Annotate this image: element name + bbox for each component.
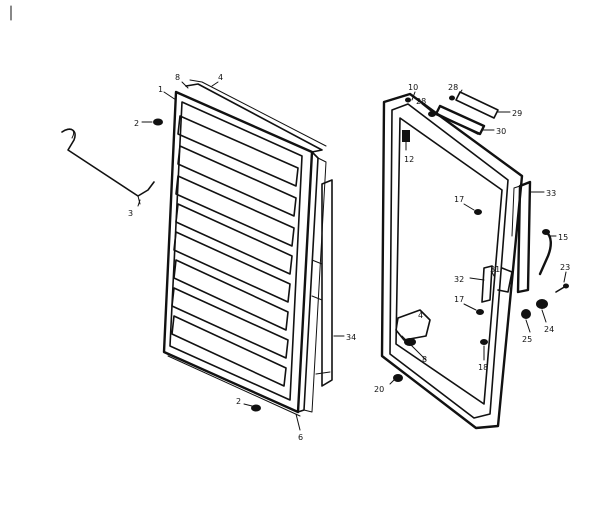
label-2-top: 2 [134, 119, 139, 128]
label-1: 1 [158, 85, 163, 94]
small-bracket-part [481, 265, 493, 303]
door-liner-part [162, 79, 327, 417]
label-8-door: 8 [422, 355, 427, 364]
label-28-top: 28 [448, 83, 458, 92]
label-6: 6 [298, 433, 303, 442]
label-30: 30 [496, 127, 506, 136]
breaker-strip-part [311, 179, 343, 387]
leader-6 [295, 413, 301, 431]
label-12: 12 [404, 155, 414, 164]
screw-top [141, 118, 163, 126]
label-25: 25 [522, 335, 532, 344]
foot-20 [393, 374, 403, 382]
label-24: 24 [544, 325, 554, 334]
leader-lines [137, 81, 567, 385]
label-3: 3 [128, 209, 133, 218]
label-18: 18 [478, 363, 488, 372]
hinge-bracket-part [511, 180, 532, 294]
screw-17a [474, 209, 482, 215]
label-17-bottom: 17 [454, 295, 464, 304]
hinge-pin-part [538, 229, 552, 276]
label-4-door: 4 [418, 311, 423, 320]
label-23: 23 [560, 263, 570, 272]
wire-rod-part [61, 128, 155, 205]
callout-labels: 1 2 2 3 4 6 8 10 12 15 17 17 18 20 23 24… [128, 73, 570, 442]
label-10: 10 [408, 83, 418, 92]
label-34: 34 [346, 333, 356, 342]
label-8: 8 [175, 73, 180, 82]
handle-assembly [428, 91, 499, 136]
label-31: 31 [490, 265, 500, 274]
label-33: 33 [546, 189, 556, 198]
label-29: 29 [512, 109, 522, 118]
label-20: 20 [374, 385, 384, 394]
label-2-bottom: 2 [236, 397, 241, 406]
door-panel-part [380, 92, 524, 430]
screw-18 [480, 339, 488, 345]
label-32: 32 [454, 275, 464, 284]
label-15: 15 [558, 233, 568, 242]
label-28-left: 28 [416, 97, 426, 106]
screw-17b [476, 309, 484, 315]
label-17-top: 17 [454, 195, 464, 204]
label-4: 4 [218, 73, 223, 82]
screw-bottom [243, 403, 261, 412]
cam-assembly [521, 283, 569, 319]
